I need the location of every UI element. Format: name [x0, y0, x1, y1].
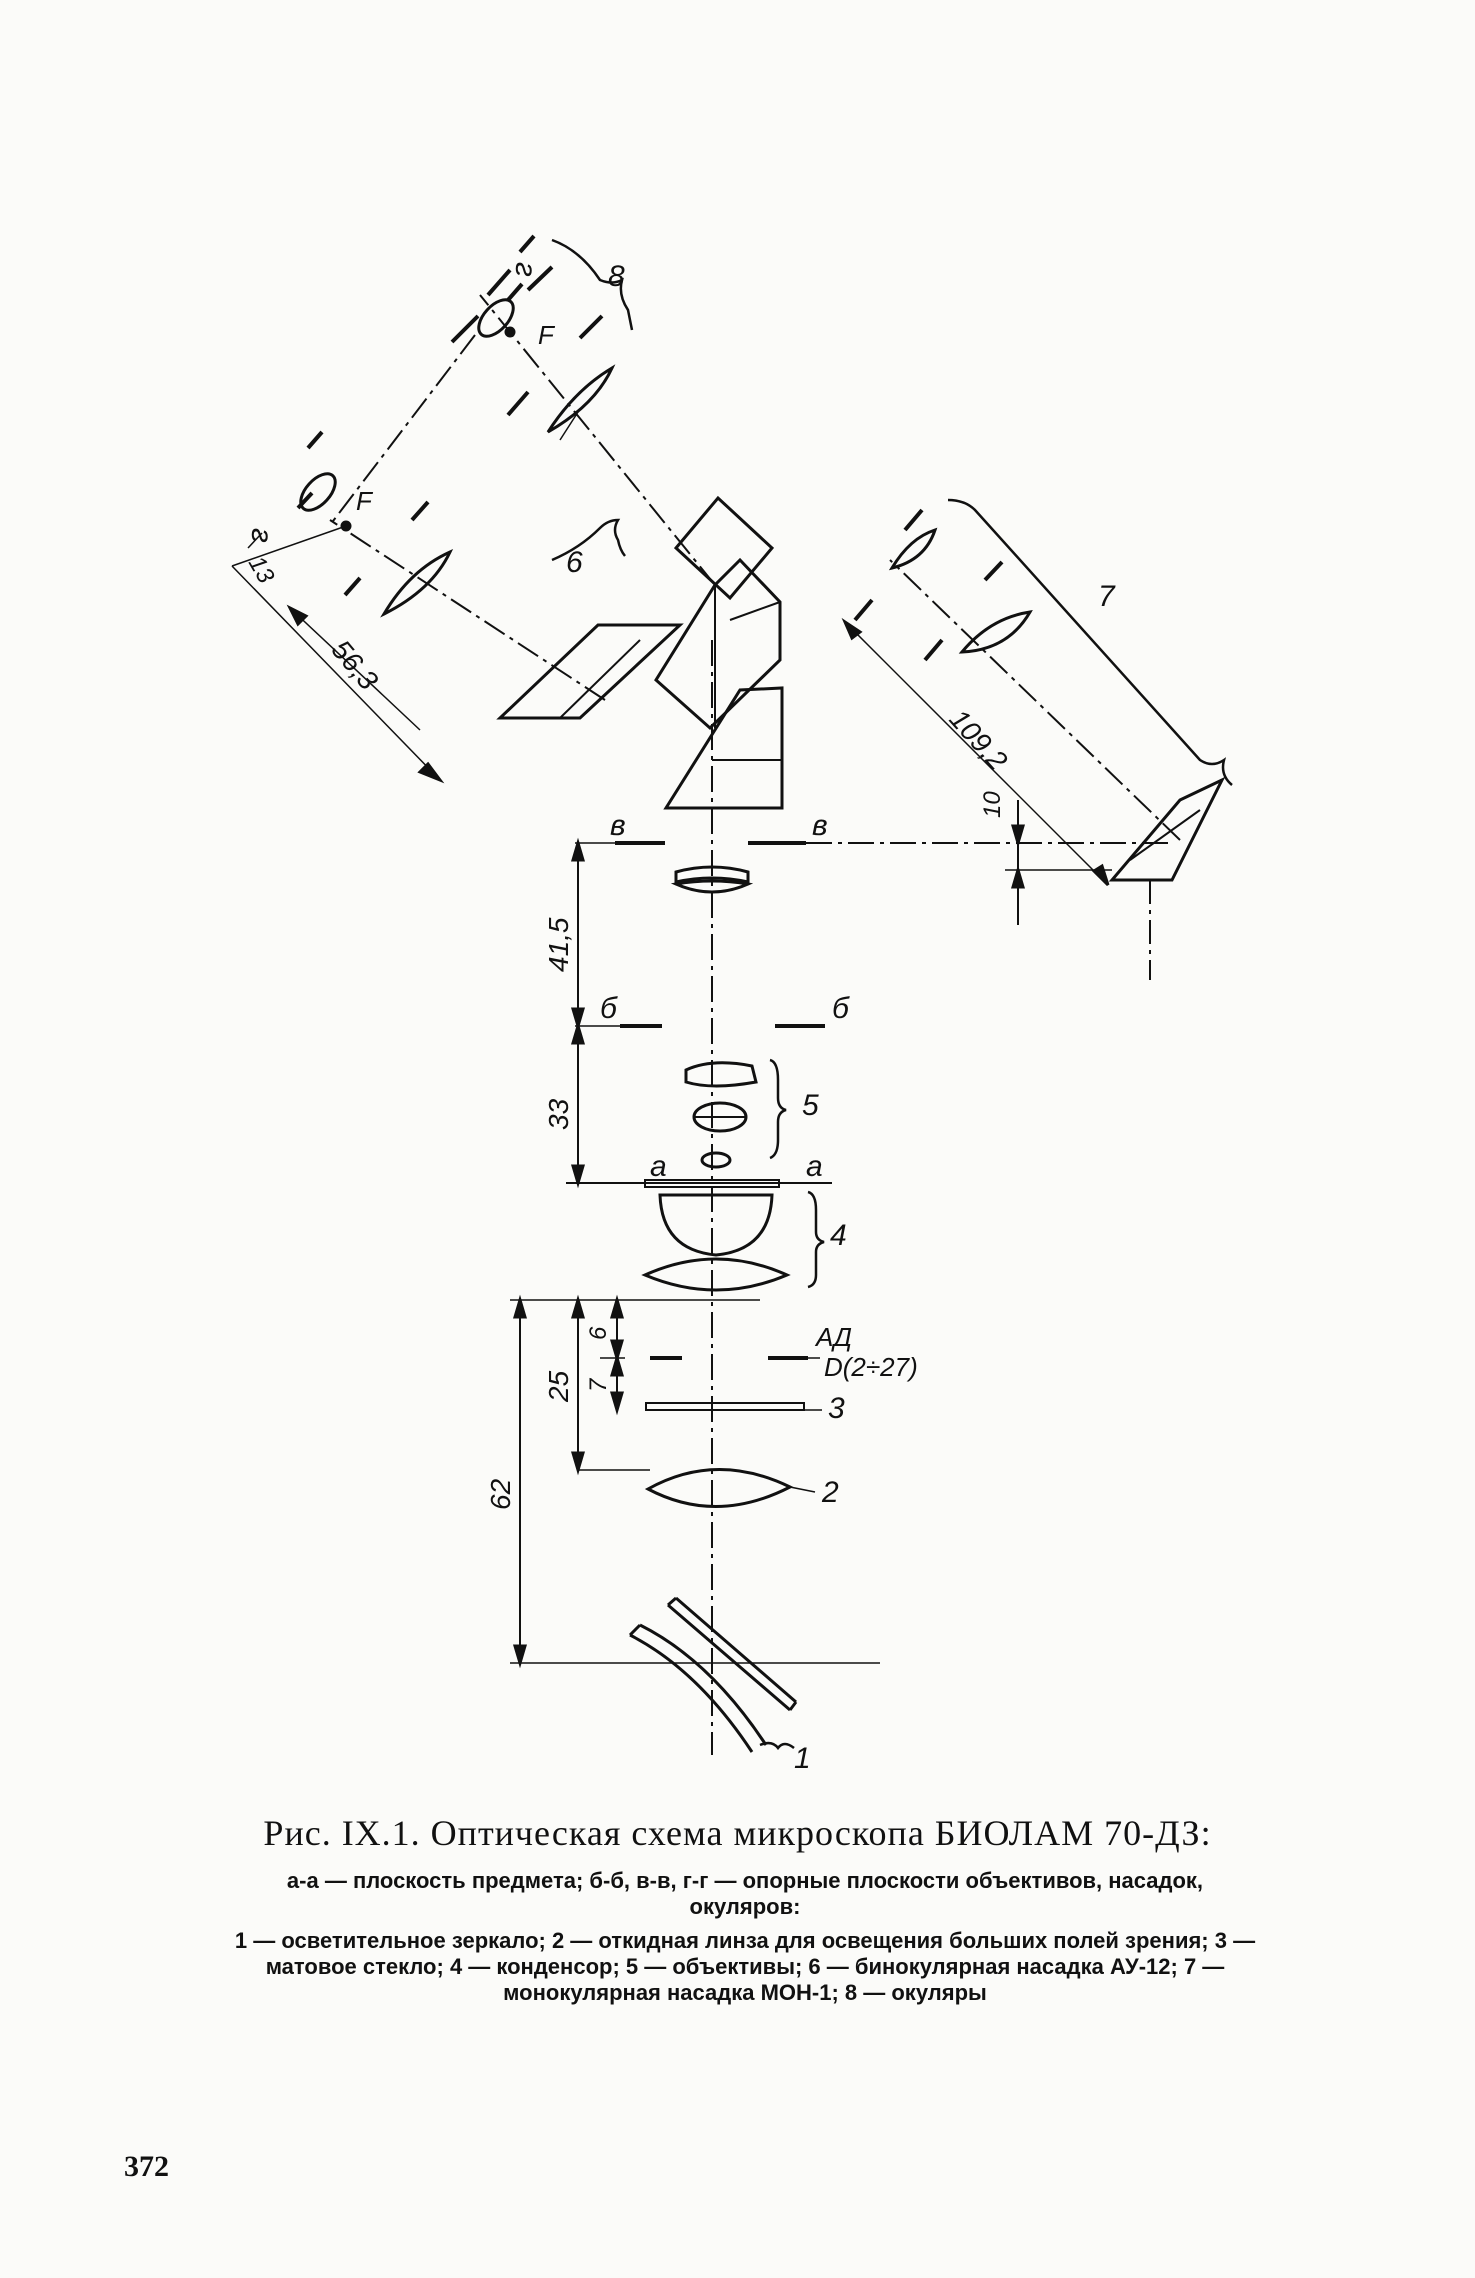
dim-56-3: 56,3 — [325, 634, 384, 696]
label-plane-v-right: в — [812, 809, 828, 842]
label-focus-top: F — [538, 320, 556, 350]
optical-scheme-figure: г 8 F г F 6 7 в в б б а а 5 4 АД D(2÷27)… — [231, 234, 1233, 1775]
dim-7: 7 — [585, 1377, 612, 1392]
label-plane-a-right: а — [806, 1150, 823, 1183]
page-number: 372 — [124, 2150, 169, 2183]
label-aperture-range: D(2÷27) — [824, 1352, 918, 1382]
label-plane-b-left: б — [600, 992, 618, 1025]
label-objectives-group: 5 — [802, 1089, 819, 1122]
label-plane-v-left: в — [610, 809, 626, 842]
label-plane-a-left: а — [650, 1150, 667, 1183]
label-condenser-group: 4 — [830, 1219, 847, 1252]
dim-62: 62 — [485, 1478, 516, 1510]
figure-caption-planes: а-а — плоскость предмета; б-б, в-в, г-г … — [286, 1868, 1204, 1919]
figure-caption-title: Рис. IX.1. Оптическая схема микроскопа Б… — [263, 1813, 1212, 1853]
label-g-top: г — [509, 262, 542, 277]
label-monocular-group: 7 — [1098, 580, 1116, 613]
figure-caption-legend: 1 — осветительное зеркало; 2 — откидная … — [234, 1928, 1256, 2005]
dim-25: 25 — [543, 1370, 574, 1403]
dim-109-2: 109,2 — [944, 703, 1014, 776]
dim-41-5: 41,5 — [543, 917, 574, 972]
label-folding-lens: 2 — [821, 1476, 839, 1509]
label-plane-b-right: б — [832, 992, 850, 1025]
dim-10: 10 — [979, 791, 1006, 818]
label-mirror: 1 — [794, 1742, 811, 1775]
label-binocular-group: 6 — [566, 546, 583, 579]
dim-33: 33 — [543, 1098, 574, 1130]
label-g-left: г — [245, 528, 278, 543]
label-focus-left: F — [356, 486, 374, 516]
label-matte-glass: 3 — [828, 1392, 845, 1425]
dim-6: 6 — [585, 1326, 612, 1340]
label-eyepiece-group: 8 — [608, 260, 625, 293]
label-aperture: АД — [814, 1322, 852, 1352]
